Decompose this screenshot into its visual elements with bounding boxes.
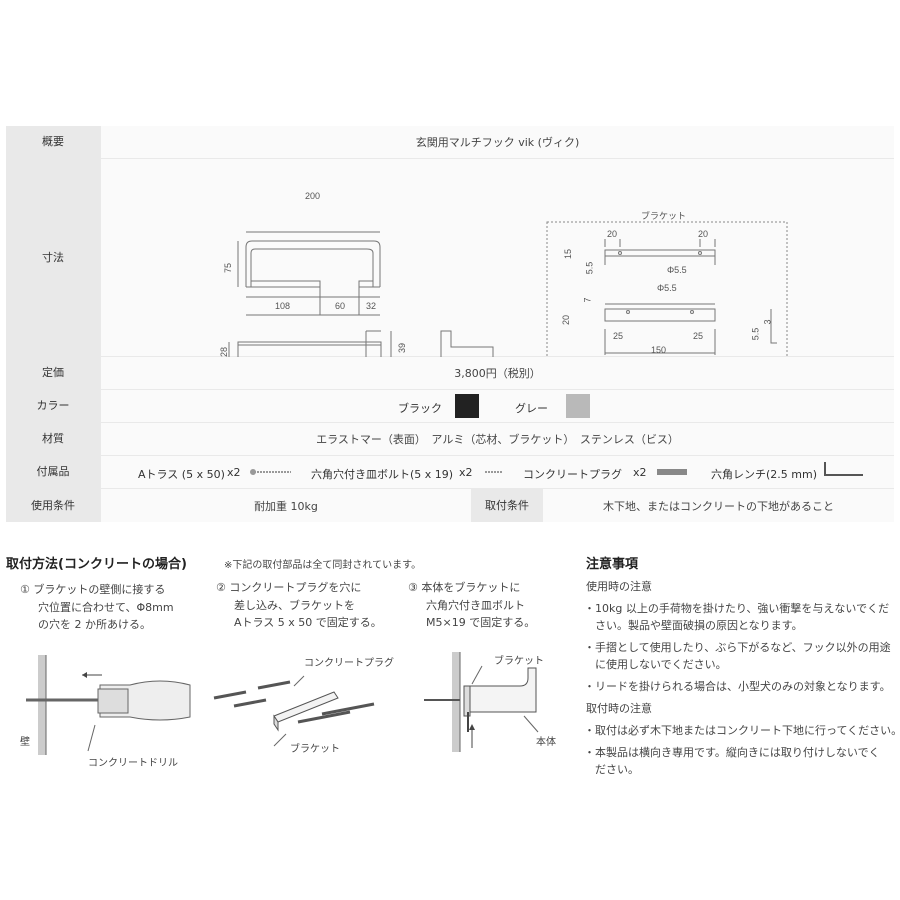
dim-200: 200 <box>305 191 321 201</box>
dim-b-20a: 20 <box>607 229 618 239</box>
dim-b-25a: 25 <box>613 331 624 341</box>
notes-use-2b: に使用しないでください。 <box>584 658 727 671</box>
notes-use-2a: ・手摺として使用したり、ぶら下がるなど、フック以外の用途 <box>584 641 891 654</box>
notes-use-1a: ・10kg 以上の手荷物を掛けたり、強い衝撃を与えないでくだ <box>584 602 890 615</box>
dim-b-3: 3 <box>762 319 773 325</box>
color-option-gray-label: グレー <box>515 402 548 415</box>
dim-60: 60 <box>335 301 346 311</box>
notes-use-title: 使用時の注意 <box>586 580 652 593</box>
acc-plug-qty: x2 <box>633 466 647 479</box>
bracket-title: ブラケット <box>641 211 687 221</box>
material-label: 材質 <box>42 432 64 445</box>
color-swatch-gray <box>566 394 590 418</box>
bracket-dimension-diagram <box>546 221 788 370</box>
accessories-value: Aトラス (5 x 50) x2 六角穴付き皿ボルト(5 x 19) x2 コン… <box>101 456 894 488</box>
acc-bolt-label: 六角穴付き皿ボルト(5 x 19) <box>311 468 454 481</box>
bolt-icon <box>485 471 503 473</box>
step3-line2: 六角穴付き皿ボルト <box>426 599 525 612</box>
dim-b-25b: 25 <box>693 331 704 341</box>
acc-bolt-qty: x2 <box>459 466 473 479</box>
color-label: カラー <box>36 399 70 412</box>
price-label: 定価 <box>42 366 64 379</box>
step2-line3: Aトラス 5 x 50 で固定する。 <box>234 616 382 629</box>
dim-108: 108 <box>275 301 291 311</box>
overview-label: 概要 <box>42 135 64 148</box>
dim-b-phi2: Φ5.5 <box>657 283 677 293</box>
notes-install-2a: ・本製品は横向き専用です。縦向きには取り付けしないでく <box>584 746 880 759</box>
color-option-black-label: ブラック <box>398 402 442 415</box>
notes-install-1: ・取付は必ず木下地またはコンクリート下地に行ってください。 <box>584 724 900 737</box>
overview-value: 玄関用マルチフック vik (ヴィク) <box>101 126 894 158</box>
mount-conditions-value: 木下地、またはコンクリートの下地があること <box>543 489 894 522</box>
spec-table: 概要 玄関用マルチフック vik (ヴィク) 寸法 <box>6 126 894 522</box>
color-swatch-black <box>455 394 479 418</box>
dim-b-5-5b: 5.5 <box>750 327 761 341</box>
step3-line1: ③ 本体をブラケットに <box>408 581 521 594</box>
dim-b-150: 150 <box>651 345 667 355</box>
color-value: ブラック グレー <box>101 390 894 422</box>
body-mount-illustration <box>424 652 539 752</box>
step2-line2: 差し込み、ブラケットを <box>234 599 355 612</box>
bracket-mount-illustration <box>213 675 375 747</box>
notes-install-2b: ださい。 <box>584 763 639 776</box>
step2-line1: ② コンクリートプラグを穴に <box>216 581 362 594</box>
dim-b-phi1: Φ5.5 <box>667 265 687 275</box>
label-bracket-step3: ブラケット <box>494 656 544 667</box>
drill-illustration <box>26 655 191 755</box>
notes-install-title: 取付時の注意 <box>586 702 652 715</box>
dim-b-20b: 20 <box>698 229 709 239</box>
notes-use-1b: さい。製品や壁面破損の原因となります。 <box>584 619 803 632</box>
label-body: 本体 <box>536 737 556 748</box>
plug-icon <box>657 469 687 475</box>
dim-b-5-5: 5.5 <box>584 261 595 275</box>
dim-b-15: 15 <box>563 248 574 260</box>
price-value: 3,800円（税別） <box>101 357 894 389</box>
dim-32: 32 <box>366 301 377 311</box>
material-value: エラストマー（表面） アルミ（芯材、ブラケット） ステンレス（ビス） <box>101 423 894 455</box>
dim-b-20c: 20 <box>561 314 572 326</box>
dim-b-7: 7 <box>582 297 593 303</box>
conditions-value: 耐加重 10kg <box>101 489 471 522</box>
acc-truss-label: Aトラス (5 x 50) <box>138 468 225 481</box>
step1-line2: 穴位置に合わせて、Φ8mm <box>38 601 174 614</box>
install-title: 取付方法(コンクリートの場合) <box>6 557 187 572</box>
step3-line3: M5×19 で固定する。 <box>426 616 536 629</box>
notes-use-3: ・リードを掛けられる場合は、小型犬のみの対象となります。 <box>584 680 891 693</box>
acc-plug-label: コンクリートプラグ <box>523 468 622 481</box>
step1-line1: ① ブラケットの壁側に接する <box>20 583 166 596</box>
screw-icon <box>250 469 291 475</box>
notes-title: 注意事項 <box>586 557 639 572</box>
dimensions-drawing: 200 75 108 60 32 28 39 <box>101 159 894 370</box>
label-bracket-step2: ブラケット <box>290 744 340 755</box>
conditions-label: 使用条件 <box>31 499 75 512</box>
label-wall: 壁 <box>20 737 30 748</box>
hex-wrench-icon <box>824 462 863 476</box>
acc-truss-qty: x2 <box>227 466 241 479</box>
accessories-label: 付属品 <box>36 465 70 478</box>
dimensions-label: 寸法 <box>42 251 64 264</box>
install-note: ※下記の取付部品は全て同封されています。 <box>224 560 422 571</box>
step1-line3: の穴を 2 か所あける。 <box>38 618 151 631</box>
label-plug: コンクリートプラグ <box>304 658 394 669</box>
label-drill: コンクリートドリル <box>88 758 178 769</box>
acc-wrench-label: 六角レンチ(2.5 mm) <box>711 468 818 481</box>
mount-conditions-label: 取付条件 <box>485 499 529 512</box>
